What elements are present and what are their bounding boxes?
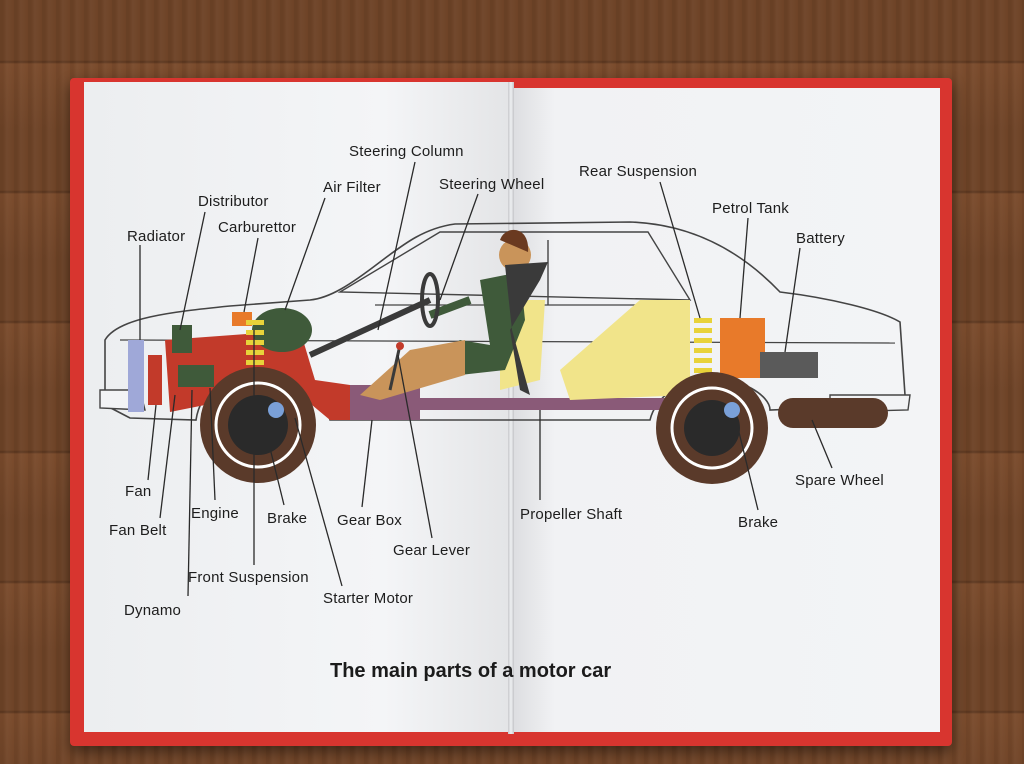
label-front-brake: Brake [267, 510, 308, 527]
label-fan-belt: Fan Belt [109, 522, 167, 539]
label-propeller-shaft: Propeller Shaft [520, 506, 623, 523]
label-gear-box: Gear Box [337, 512, 402, 529]
rear-suspension-spring [694, 318, 712, 373]
rear-wheel-rim [670, 386, 754, 470]
label-air-filter: Air Filter [323, 179, 381, 196]
label-distributor: Distributor [198, 193, 269, 210]
gear-lever-shape [388, 344, 402, 391]
distributor-shape [172, 325, 192, 353]
leader-lines [139, 161, 833, 597]
label-battery: Battery [796, 230, 845, 247]
label-gear-lever: Gear Lever [393, 542, 471, 559]
rear-seat [560, 300, 690, 400]
battery-shape [760, 352, 818, 378]
label-carburettor: Carburettor [218, 219, 297, 236]
label-radiator: Radiator [127, 228, 186, 245]
label-rear-brake: Brake [738, 514, 779, 531]
car-roof-line [337, 231, 692, 301]
label-engine: Engine [191, 505, 239, 522]
steering-column-shape [308, 297, 432, 358]
gear-knob [396, 342, 404, 350]
radiator-shape [128, 340, 144, 412]
label-fan: Fan [125, 483, 152, 500]
fan-shape [148, 355, 162, 405]
label-starter-motor: Starter Motor [323, 590, 414, 607]
steering-wheel-shape [420, 272, 440, 328]
label-front-suspension: Front Suspension [188, 569, 309, 586]
rear-hub [724, 402, 740, 418]
label-dynamo: Dynamo [124, 602, 182, 619]
diagram-caption: The main parts of a motor car [330, 660, 612, 682]
front-hub [268, 402, 284, 418]
air-filter-shape [252, 308, 312, 352]
propeller-shaft-shape [420, 398, 680, 410]
dynamo-shape [178, 365, 214, 387]
label-petrol-tank: Petrol Tank [712, 200, 789, 217]
label-steering-wheel: Steering Wheel [439, 176, 545, 193]
front-wheel-rim [214, 381, 302, 469]
label-spare-wheel: Spare Wheel [795, 472, 884, 489]
label-steering-column: Steering Column [349, 143, 464, 160]
spare-wheel-shape [778, 398, 888, 428]
label-rear-suspension: Rear Suspension [579, 163, 698, 180]
petrol-tank-shape [720, 318, 765, 378]
